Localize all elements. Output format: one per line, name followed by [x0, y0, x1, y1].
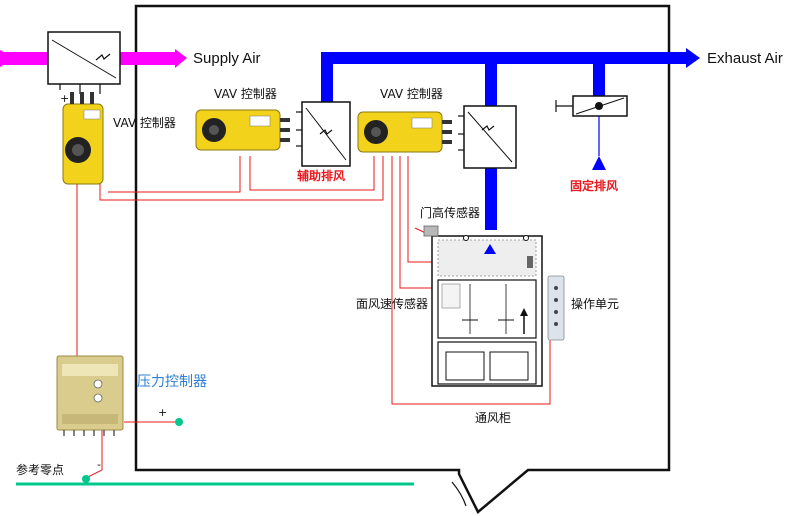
- operation-unit-panel: [547, 275, 565, 341]
- fixed-exhaust-damper: [555, 95, 628, 170]
- pressure-terminal-plus: [175, 418, 183, 426]
- face-velocity-sensor-label: 面风速传感器: [356, 296, 428, 311]
- reference-terminal: [82, 475, 90, 483]
- vav-actuator-aux: [195, 109, 290, 151]
- fume-hood-label: 通风柜: [475, 411, 511, 425]
- supply-air-label: Supply Air: [193, 50, 261, 67]
- hood-exhaust-damper-box: [458, 105, 517, 169]
- supply-damper-box: [47, 31, 121, 94]
- supply-actuator-plus: +: [60, 92, 69, 105]
- door-swing-arc: [451, 481, 467, 507]
- vav-controller-label-left: VAV 控制器: [113, 116, 176, 130]
- signal-wires: [76, 156, 551, 479]
- door-height-sensor-label: 门高传感器: [420, 205, 480, 220]
- door-height-sensor: [423, 225, 439, 237]
- pressure-controller-unit: [56, 355, 124, 436]
- aux-exhaust-label: 辅助排风: [297, 168, 345, 183]
- fume-hood: [431, 235, 543, 387]
- reference-zero-label: 参考零点: [16, 462, 64, 477]
- operation-unit-label: 操作单元: [571, 296, 619, 311]
- vav-controller-label-mid: VAV 控制器: [214, 87, 277, 101]
- room-outline: [134, 4, 671, 514]
- pressure-minus-label: -: [97, 458, 101, 471]
- pressure-plus-label: +: [158, 406, 167, 419]
- vav-actuator-supply: +: [60, 92, 104, 185]
- vav-controller-label-right: VAV 控制器: [380, 87, 443, 101]
- exhaust-air-label: Exhaust Air: [707, 50, 783, 67]
- exhaust-duct: [321, 48, 700, 230]
- vav-actuator-hood: [357, 111, 452, 153]
- fixed-exhaust-label: 固定排风: [570, 178, 618, 193]
- pressure-controller-label: 压力控制器: [137, 374, 207, 390]
- aux-exhaust-damper-box: [296, 101, 351, 167]
